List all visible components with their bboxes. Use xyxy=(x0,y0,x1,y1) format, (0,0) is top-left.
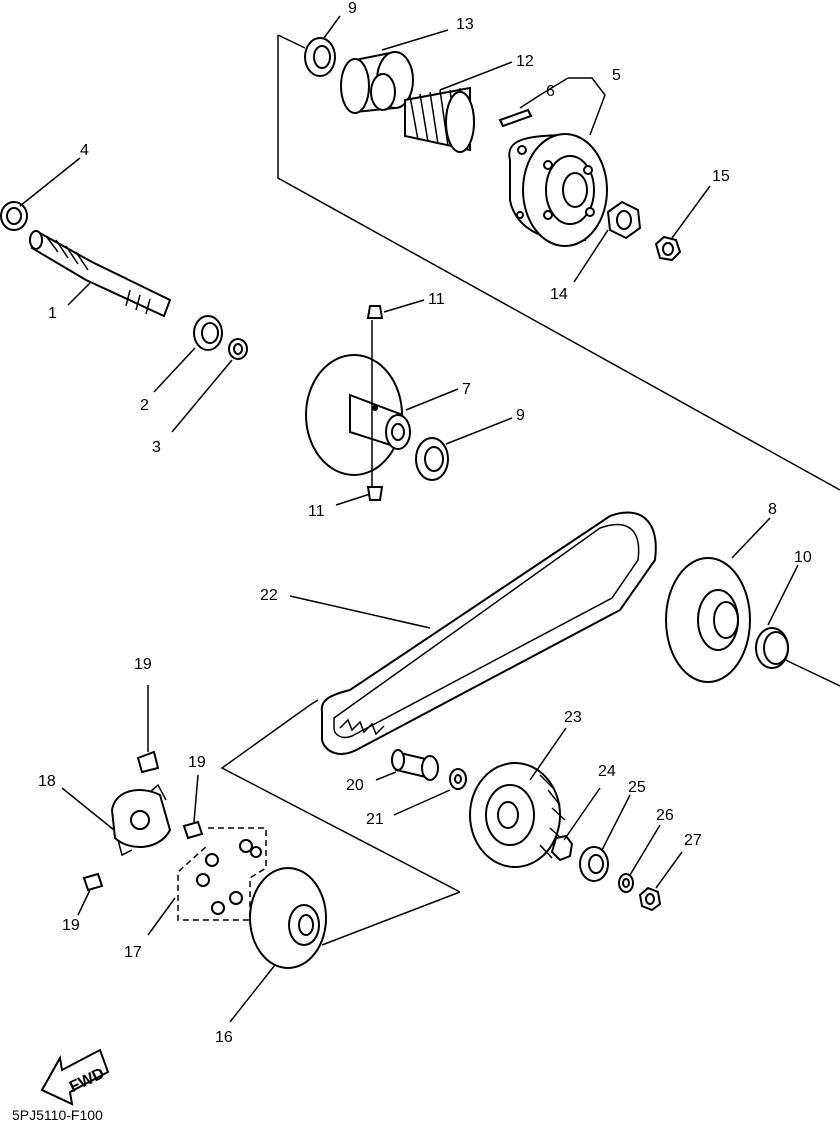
callout-26: 26 xyxy=(656,807,674,824)
callout-3: 3 xyxy=(152,439,161,456)
callout-12: 12 xyxy=(516,53,534,70)
part-12-compression-spring xyxy=(404,86,475,153)
callout-25: 25 xyxy=(628,779,646,796)
part-22-v-belt xyxy=(320,511,657,755)
part-3-oil-seal xyxy=(228,338,248,360)
callout-19-bottom: 19 xyxy=(62,917,80,934)
callout-9-mid: 9 xyxy=(516,407,525,424)
callout-7: 7 xyxy=(462,381,471,398)
part-11-screw-top xyxy=(366,305,384,319)
part-9-oil-seal-top xyxy=(304,37,336,77)
drawing-code: 5PJ5110-F100 xyxy=(12,1107,103,1123)
callout-5: 5 xyxy=(612,67,621,84)
callout-labels: 1 2 3 4 5 6 7 8 9 9 10 11 11 12 13 14 15… xyxy=(38,0,812,1046)
callout-6: 6 xyxy=(546,83,555,100)
callout-16: 16 xyxy=(215,1029,233,1046)
callout-9-top: 9 xyxy=(348,0,357,17)
pulley-group-frame xyxy=(220,699,461,946)
part-23-fan-sheave xyxy=(469,762,566,868)
part-17-weight-set xyxy=(177,827,267,921)
part-5-clutch-assembly xyxy=(508,133,608,247)
part-1-drive-shaft xyxy=(29,230,172,318)
callout-23: 23 xyxy=(564,709,582,726)
callout-4: 4 xyxy=(80,142,89,159)
callout-18: 18 xyxy=(38,773,56,790)
callout-11-top: 11 xyxy=(428,291,445,308)
callout-19-mid: 19 xyxy=(188,754,206,771)
part-11-screw-bottom xyxy=(366,486,384,501)
part-21-washer xyxy=(449,768,467,790)
callout-20: 20 xyxy=(346,777,364,794)
callout-2: 2 xyxy=(140,397,149,414)
part-13-collar xyxy=(340,50,414,114)
part-25-collar xyxy=(579,846,609,882)
part-2-bearing xyxy=(193,315,223,351)
part-19-slider-bottom xyxy=(82,872,104,892)
callout-15: 15 xyxy=(712,168,730,185)
part-26-washer xyxy=(618,873,634,893)
callout-14: 14 xyxy=(550,286,568,303)
part-24-washer xyxy=(550,834,574,862)
part-10-o-ring xyxy=(755,627,789,669)
callout-10: 10 xyxy=(794,549,812,566)
callout-1: 1 xyxy=(48,305,57,322)
part-27-nut xyxy=(638,886,662,912)
callout-19-top: 19 xyxy=(134,656,152,673)
part-15-nut xyxy=(654,235,682,262)
callout-24: 24 xyxy=(598,763,616,780)
part-19-slider-top xyxy=(136,750,160,774)
callout-8: 8 xyxy=(768,501,777,518)
callout-22: 22 xyxy=(260,587,278,604)
part-4-bearing xyxy=(0,201,28,231)
part-14-nut xyxy=(606,200,642,240)
callout-21: 21 xyxy=(366,811,384,828)
part-19-slider-mid xyxy=(182,820,204,840)
leader-lines xyxy=(19,15,799,1023)
part-6-pin xyxy=(498,108,533,128)
callout-11-bottom: 11 xyxy=(308,503,325,520)
part-9-oil-seal-mid xyxy=(415,437,449,481)
part-20-collar xyxy=(391,749,439,781)
part-18-cam xyxy=(110,783,172,857)
fwd-arrow-icon: FWD xyxy=(40,1048,110,1106)
clutch-group-frame xyxy=(277,34,840,491)
part-8-secondary-sheave xyxy=(665,557,751,683)
callout-13: 13 xyxy=(456,16,474,33)
callout-17: 17 xyxy=(124,944,142,961)
callout-27: 27 xyxy=(684,832,702,849)
part-7-primary-fixed-sheave xyxy=(305,320,411,490)
part-16-sliding-sheave xyxy=(249,867,327,969)
